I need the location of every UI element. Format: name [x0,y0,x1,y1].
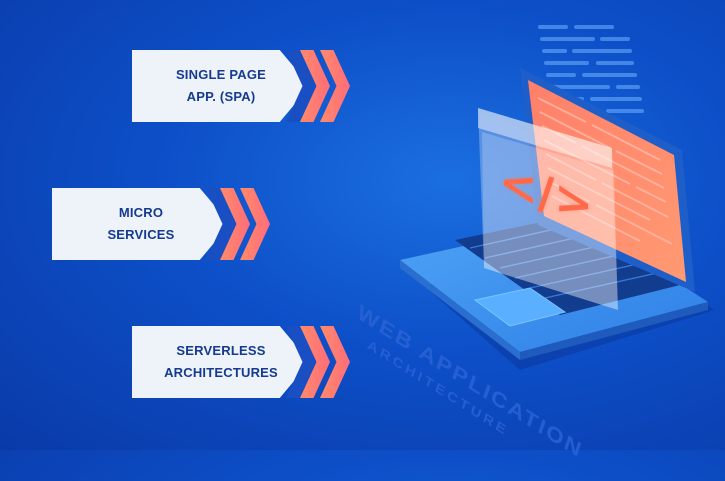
serverless-label-text: SERVERLESS ARCHITECTURES [164,343,278,380]
floating-code-window [478,108,618,310]
spa-label: SINGLE PAGE APP. (SPA) [132,50,310,122]
laptop-illustration [400,25,715,370]
micro-services-label: MICRO SERVICES [52,188,230,260]
micro-services-label-text: MICRO SERVICES [107,205,175,242]
keyboard [455,215,680,315]
serverless-label: SERVERLESS ARCHITECTURES [132,326,310,398]
spa-label-text: SINGLE PAGE APP. (SPA) [175,67,267,104]
trackpad [473,287,567,327]
